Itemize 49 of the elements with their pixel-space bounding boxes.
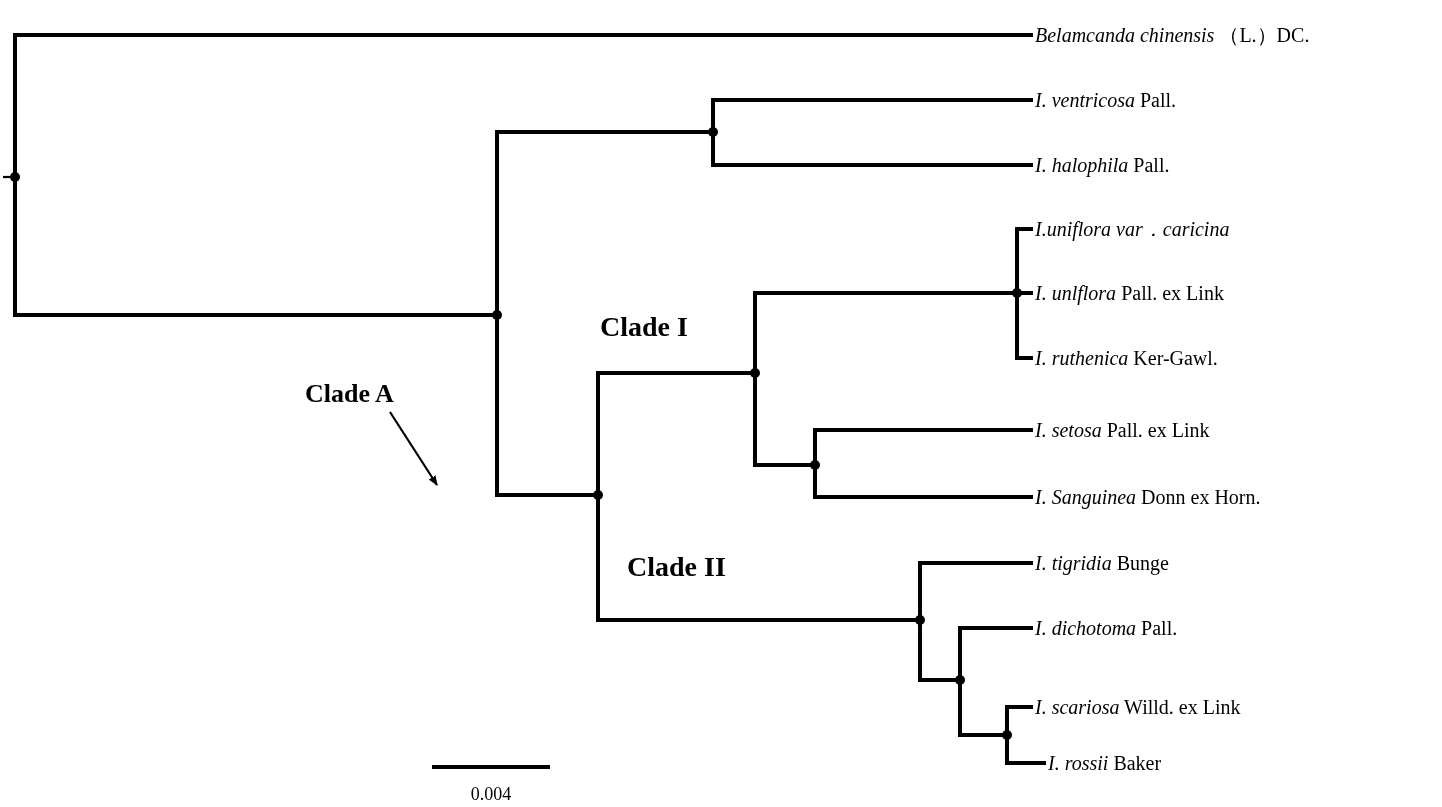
taxon-label: I. ruthenica Ker-Gawl. [1035, 345, 1218, 371]
clade-label: Clade II [627, 551, 726, 583]
branch-node [955, 675, 965, 685]
tree-branch [711, 98, 1033, 129]
taxon-label: I. rossii Baker [1048, 750, 1162, 776]
tree-branch [1015, 296, 1033, 360]
tree-branch [958, 626, 1033, 677]
tree-branch [495, 130, 710, 312]
tree-branch [918, 623, 957, 682]
tree-branch [596, 498, 917, 622]
tree-branch [753, 291, 1014, 370]
tree-branch [1005, 738, 1046, 765]
taxon-label: Belamcanda chinensis （L.）DC. [1035, 22, 1310, 48]
taxon-label: I. ventricosa Pall. [1035, 87, 1177, 113]
taxon-label: I. scariosa Willd. ex Link [1035, 694, 1241, 720]
taxon-label: I. unlflora Pall. ex Link [1035, 280, 1224, 306]
tree-branch [711, 135, 1033, 167]
tree-branch [596, 371, 752, 492]
branch-node [492, 310, 502, 320]
tree-branch [13, 33, 1033, 174]
branch-node [708, 127, 718, 137]
tree-branch [1015, 227, 1033, 290]
taxon-label: I. tigridia Bunge [1035, 550, 1169, 576]
clade-label: Clade A [305, 378, 394, 410]
branch-node [750, 368, 760, 378]
taxon-label: I. setosa Pall. ex Link [1035, 417, 1210, 443]
root-branch [3, 175, 10, 179]
taxon-label: I. Sanguinea Donn ex Horn. [1035, 484, 1261, 510]
tree-branch [1020, 291, 1033, 295]
tree-branch [13, 180, 494, 317]
tree-branch [1005, 705, 1033, 732]
branch-node [10, 172, 20, 182]
scale-label: 0.004 [470, 783, 512, 805]
tree-branch [813, 428, 1033, 462]
tree-branch [918, 561, 1033, 617]
taxon-label: I. dichotoma Pall. [1035, 615, 1178, 641]
tree-branch [495, 318, 595, 497]
branch-node [1012, 288, 1022, 298]
taxon-label: I. halophila Pall. [1035, 152, 1170, 178]
branch-node [593, 490, 603, 500]
arrow [389, 411, 438, 486]
tree-branch [958, 683, 1004, 737]
tree-branch [813, 468, 1033, 499]
branch-node [915, 615, 925, 625]
branch-node [810, 460, 820, 470]
branch-node [1002, 730, 1012, 740]
taxon-label: I.uniflora var．caricina [1035, 216, 1230, 242]
tree-branch [753, 376, 812, 467]
clade-label: Clade I [600, 311, 688, 343]
